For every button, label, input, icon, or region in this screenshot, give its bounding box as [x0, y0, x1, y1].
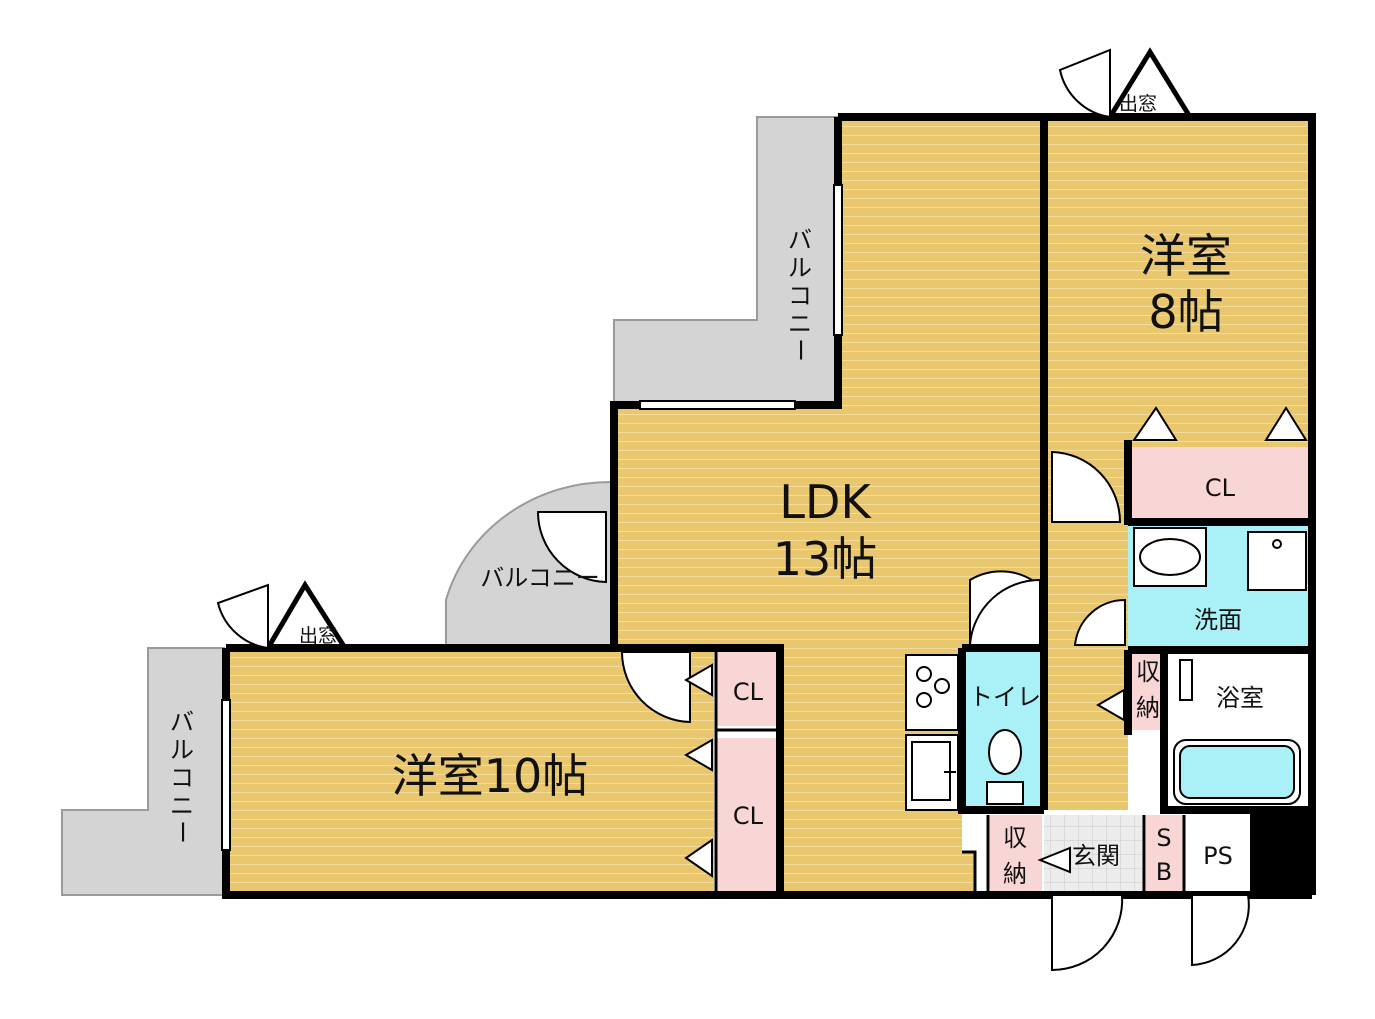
sb-b-label: B — [1156, 858, 1172, 886]
toilet-label: トイレ — [969, 683, 1041, 711]
washroom-label: 洗面 — [1194, 606, 1242, 634]
windows — [221, 184, 843, 851]
bay-window-left-label: 出窓 — [299, 625, 337, 647]
balcony-left-label-1: バ — [170, 708, 194, 736]
closet-top-label: CL — [1205, 474, 1236, 502]
western-10-label: 洋室10帖 — [392, 749, 589, 803]
bathtub-icon — [1173, 659, 1301, 805]
ldk-size: 13帖 — [773, 532, 878, 586]
western-8-name: 洋室 — [1140, 229, 1232, 283]
shoebox — [1146, 815, 1184, 891]
balcony-left — [61, 647, 225, 896]
ps-shaft — [1250, 810, 1312, 895]
closet-b-label: CL — [733, 802, 764, 830]
bathroom-label: 浴室 — [1216, 684, 1264, 712]
bay-window-left — [216, 580, 348, 650]
balcony-left-label-4: ニ — [170, 792, 194, 820]
balcony-left-label-2: ル — [170, 736, 194, 764]
thin-walls — [714, 650, 1186, 893]
closet-top — [1128, 447, 1308, 522]
washbasin-icon — [1133, 527, 1207, 587]
closet-a-label: CL — [733, 678, 764, 706]
ldk-name: LDK — [779, 475, 872, 529]
closet-a — [716, 650, 778, 726]
balcony-top-label-2: ル — [788, 254, 812, 282]
bay-window-top-label: 出窓 — [1119, 93, 1157, 115]
entrance-label: 玄関 — [1072, 842, 1120, 870]
balcony-top-label-5: ー — [786, 338, 814, 362]
door-swing-icon — [536, 450, 1250, 972]
balcony-top-label-4: ニ — [788, 310, 812, 338]
storage-hall-label-2: 納 — [1136, 694, 1160, 722]
storage-entry-label-2: 納 — [1003, 860, 1027, 888]
storage-entry — [990, 815, 1042, 891]
stove-icon — [905, 654, 959, 731]
western-8-size: 8帖 — [1148, 285, 1223, 339]
sink-icon — [905, 734, 959, 811]
storage-hall-label-1: 収 — [1136, 658, 1160, 686]
closet-b — [716, 738, 778, 891]
ps-label: PS — [1203, 842, 1233, 870]
balcony-left-label-3: コ — [170, 764, 194, 792]
western-8-floor — [1044, 117, 1312, 447]
closet-door-icon — [683, 406, 1308, 878]
bay-window-top — [1058, 47, 1193, 119]
toilet-icon — [986, 729, 1024, 805]
ps-box — [1186, 815, 1248, 891]
balcony-round-label: バルコニー — [480, 564, 600, 592]
sb-s-label: S — [1156, 824, 1171, 852]
washing-machine-icon — [1247, 531, 1307, 591]
balcony-top-label-1: バ — [788, 226, 812, 254]
storage-entry-label-1: 収 — [1003, 824, 1027, 852]
balcony-left-label-5: ー — [168, 820, 196, 844]
balcony-top-label-3: コ — [788, 282, 812, 310]
hall-floor — [1044, 522, 1128, 810]
